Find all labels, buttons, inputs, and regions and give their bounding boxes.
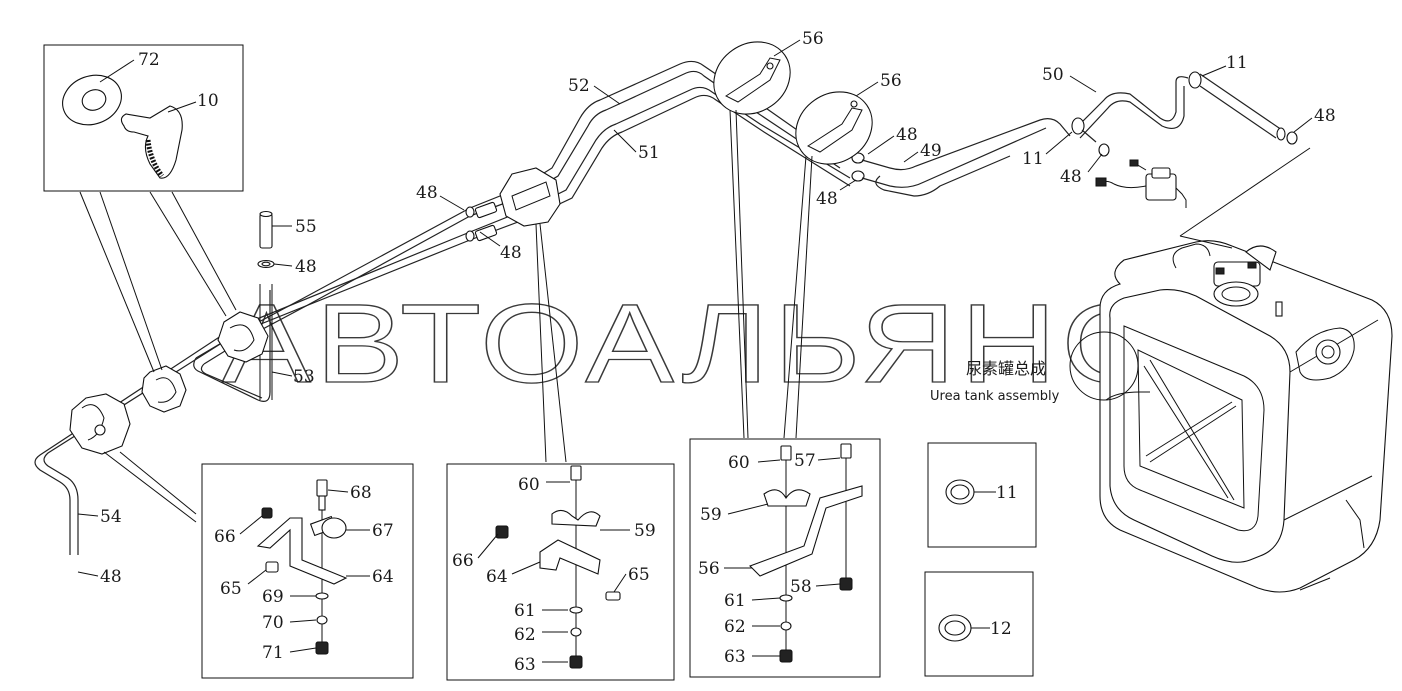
callout-66: 66: [452, 551, 474, 571]
assembly-name-en: Urea tank assembly: [930, 389, 1060, 404]
assembly-name-cn: 尿素罐总成: [966, 359, 1046, 378]
callout-60: 60: [518, 475, 540, 495]
pipe-clamp-bracket: [69, 393, 131, 455]
callout-48: 48: [1060, 167, 1082, 187]
callout-10: 10: [197, 91, 219, 111]
callout-leaders: [77, 39, 1313, 577]
callout-63: 63: [514, 655, 536, 675]
callout-57: 57: [794, 451, 816, 471]
urea-tank: [1099, 240, 1393, 593]
callout-48: 48: [295, 257, 317, 277]
callout-53: 53: [293, 367, 315, 387]
callout-11: 11: [1022, 149, 1044, 169]
detail-box-b: [446, 463, 675, 681]
callout-59: 59: [634, 521, 656, 541]
callout-67: 67: [372, 521, 394, 541]
callout-65: 65: [220, 579, 242, 599]
callout-48: 48: [416, 183, 438, 203]
detail-b-labels: 60 59 66 64 65 61 62 63: [452, 475, 656, 675]
detail-a-labels: 68 66 67 65 64 69 70 71: [214, 483, 394, 663]
pipe-clamp-bracket: [141, 365, 187, 413]
clamp-bracket-56: [795, 91, 873, 165]
callout-58: 58: [790, 577, 812, 597]
callout-56: 56: [802, 29, 824, 49]
callout-50: 50: [1042, 65, 1064, 85]
callout-68: 68: [350, 483, 372, 503]
leader-lines: [79, 109, 1311, 523]
callout-70: 70: [262, 613, 284, 633]
callout-12: 12: [990, 619, 1012, 639]
callout-63: 63: [724, 647, 746, 667]
callout-49: 49: [920, 141, 942, 161]
pipe-fitting-55: [257, 210, 275, 400]
pipe-clamp-bracket: [499, 167, 561, 227]
callout-64: 64: [372, 567, 394, 587]
urea-pipe-49-50: [861, 71, 1298, 197]
callout-66: 66: [214, 527, 236, 547]
callout-62: 62: [724, 617, 746, 637]
callout-56: 56: [698, 559, 720, 579]
callout-56: 56: [880, 71, 902, 91]
callout-labels: 72 10 55 48 53 54 48 48 48 52 51 56 56 4…: [100, 29, 1336, 587]
callout-59: 59: [700, 505, 722, 525]
pipe-clamp-bracket: [217, 311, 269, 363]
clamp-bracket-56: [713, 41, 791, 115]
callout-61: 61: [514, 601, 536, 621]
callout-48: 48: [896, 125, 918, 145]
callout-61: 61: [724, 591, 746, 611]
callout-60: 60: [728, 453, 750, 473]
callout-48: 48: [500, 243, 522, 263]
callout-11: 11: [996, 483, 1018, 503]
detail-box-c: [689, 438, 881, 678]
detail-c-labels: 60 57 59 56 58 61 62 63: [698, 451, 841, 667]
callout-48: 48: [100, 567, 122, 587]
heater-connector: [1095, 159, 1187, 208]
callout-11: 11: [1226, 53, 1248, 73]
callout-55: 55: [295, 217, 317, 237]
detail-box-e: [924, 571, 1034, 677]
watermark: АВТОАЛЬЯНС: [222, 281, 1162, 406]
callout-71: 71: [262, 643, 284, 663]
callout-65: 65: [628, 565, 650, 585]
callout-51: 51: [638, 143, 660, 163]
callout-48: 48: [816, 189, 838, 209]
callout-69: 69: [262, 587, 284, 607]
callout-64: 64: [486, 567, 508, 587]
callout-54: 54: [100, 507, 122, 527]
urea-pipe-51-52: [469, 60, 851, 241]
callout-72: 72: [138, 50, 160, 70]
callout-52: 52: [568, 76, 590, 96]
detail-box-handle: [43, 44, 244, 192]
detail-box-d: [927, 442, 1037, 548]
callout-62: 62: [514, 625, 536, 645]
callout-48: 48: [1314, 106, 1336, 126]
